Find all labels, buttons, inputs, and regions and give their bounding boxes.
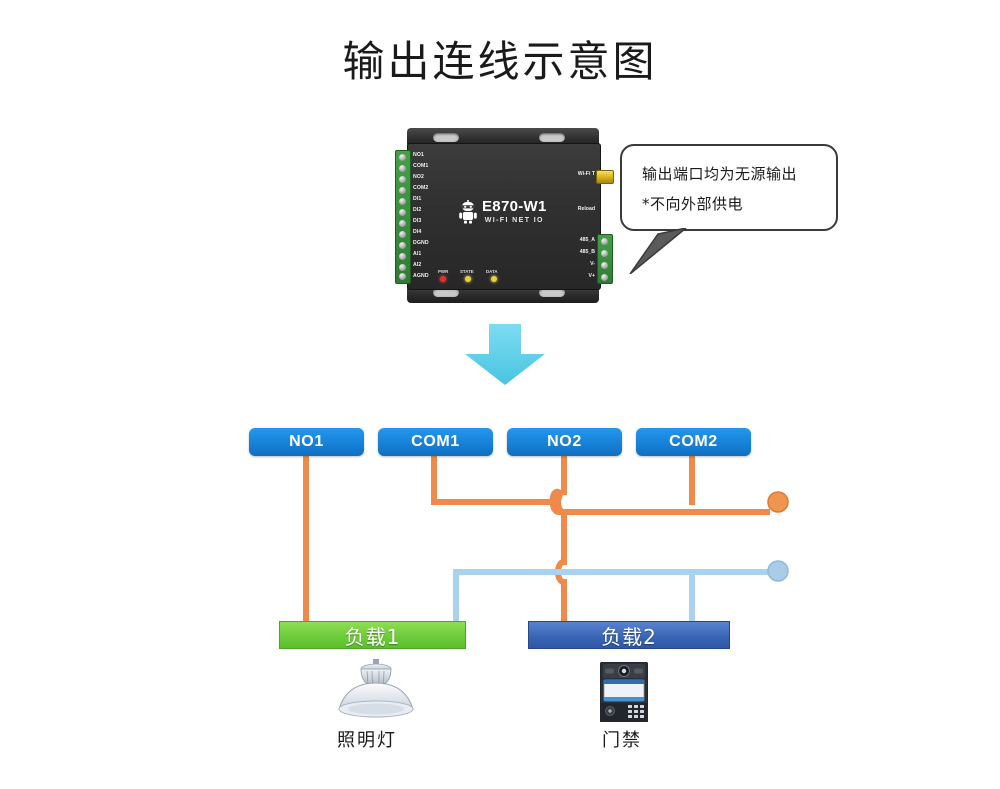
led-state-icon: [465, 276, 471, 282]
pin-label-vminus: V-: [590, 261, 595, 267]
wire-load1-return: [453, 569, 770, 624]
device-brand: E870-W1 WI-FI NET IO: [458, 199, 547, 224]
antenna-connector-icon: [596, 170, 614, 184]
wire-no2-to-load2: [555, 456, 567, 624]
terminal-screw-icon: [601, 250, 608, 257]
terminal-screw-icon: [399, 165, 406, 172]
device-body: NO1 COM1 NO2 COM2 DI1 DI2 DI3 DI4 DGND A…: [395, 143, 614, 290]
left-terminal-block: [395, 150, 411, 284]
pin-label-vplus: V+: [588, 273, 596, 279]
terminal-screw-icon: [399, 154, 406, 161]
terminal-screw-icon: [399, 209, 406, 216]
pin-label-ai1: AI1: [413, 251, 422, 257]
callout-line-1: 输出端口均为无源输出: [642, 165, 798, 183]
terminal-screw-icon: [399, 231, 406, 238]
led-pwr-icon: [440, 276, 446, 282]
access-control-caption: 门禁: [602, 730, 642, 751]
led-label-state: STATE: [460, 269, 474, 274]
led-label-pwr: PWR: [438, 269, 449, 274]
terminal-screw-icon: [399, 264, 406, 271]
terminal-screw-icon: [399, 242, 406, 249]
device-model-label: E870-W1: [482, 198, 547, 215]
callout-line-2: *不向外部供电: [642, 195, 744, 213]
pin-label-com1: COM1: [413, 163, 429, 169]
terminal-screw-icon: [399, 176, 406, 183]
terminal-pill-no1[interactable]: NO1: [249, 428, 364, 456]
access-control-icon: [600, 662, 648, 722]
terminal-pill-no2[interactable]: NO2: [507, 428, 622, 456]
wire-endpoint-live: [767, 491, 789, 513]
terminal-screw-icon: [399, 187, 406, 194]
wire-com1-bus: [431, 456, 770, 515]
pin-label-com2: COM2: [413, 185, 429, 191]
robot-logo-icon: [459, 199, 477, 224]
load-box-2[interactable]: 负载2: [528, 621, 730, 649]
pin-label-di4: DI4: [413, 229, 422, 235]
pin-label-di3: DI3: [413, 218, 422, 224]
led-label-data: DATA: [486, 269, 498, 274]
callout-tail-pointer: [629, 228, 687, 274]
callout-note: 输出端口均为无源输出 *不向外部供电: [620, 144, 838, 231]
reload-button-label: Reload: [577, 206, 595, 212]
pin-label-485b: 485_B: [579, 249, 595, 255]
terminal-screw-icon: [601, 238, 608, 245]
wifi-antenna-label: Wi-Fi T: [577, 171, 595, 177]
terminal-screw-icon: [399, 273, 406, 280]
terminal-screw-icon: [399, 198, 406, 205]
lamp-caption: 照明灯: [337, 730, 397, 751]
mount-hole-icon: [539, 288, 565, 297]
pin-label-di2: DI2: [413, 207, 422, 213]
mount-hole-icon: [539, 133, 565, 142]
pin-label-dgnd: DGND: [413, 240, 429, 246]
terminal-screw-icon: [399, 220, 406, 227]
terminal-pill-com1[interactable]: COM1: [378, 428, 493, 456]
load-box-1[interactable]: 负载1: [279, 621, 466, 649]
pin-label-ai2: AI2: [413, 262, 422, 268]
pin-label-485a: 485_A: [579, 237, 595, 243]
terminal-pill-com2[interactable]: COM2: [636, 428, 751, 456]
lamp-icon: [338, 659, 414, 718]
pin-label-agnd: AGND: [413, 273, 429, 279]
page-title: 输出连线示意图: [342, 37, 658, 86]
mount-hole-icon: [433, 288, 459, 297]
flow-down-arrow-icon: [465, 324, 545, 385]
wire-endpoint-neutral: [767, 560, 789, 582]
led-data-icon: [491, 276, 497, 282]
terminal-screw-icon: [601, 274, 608, 281]
right-terminal-block: [597, 234, 613, 284]
terminal-screw-icon: [601, 262, 608, 269]
pin-label-di1: DI1: [413, 196, 422, 202]
device-subtitle-label: WI-FI NET IO: [484, 217, 544, 224]
device-module-image: NO1 COM1 NO2 COM2 DI1 DI2 DI3 DI4 DGND A…: [395, 128, 614, 303]
terminal-screw-icon: [399, 253, 406, 260]
pin-label-no1: NO1: [413, 152, 424, 158]
pin-label-no2: NO2: [413, 174, 424, 180]
mount-hole-icon: [433, 133, 459, 142]
